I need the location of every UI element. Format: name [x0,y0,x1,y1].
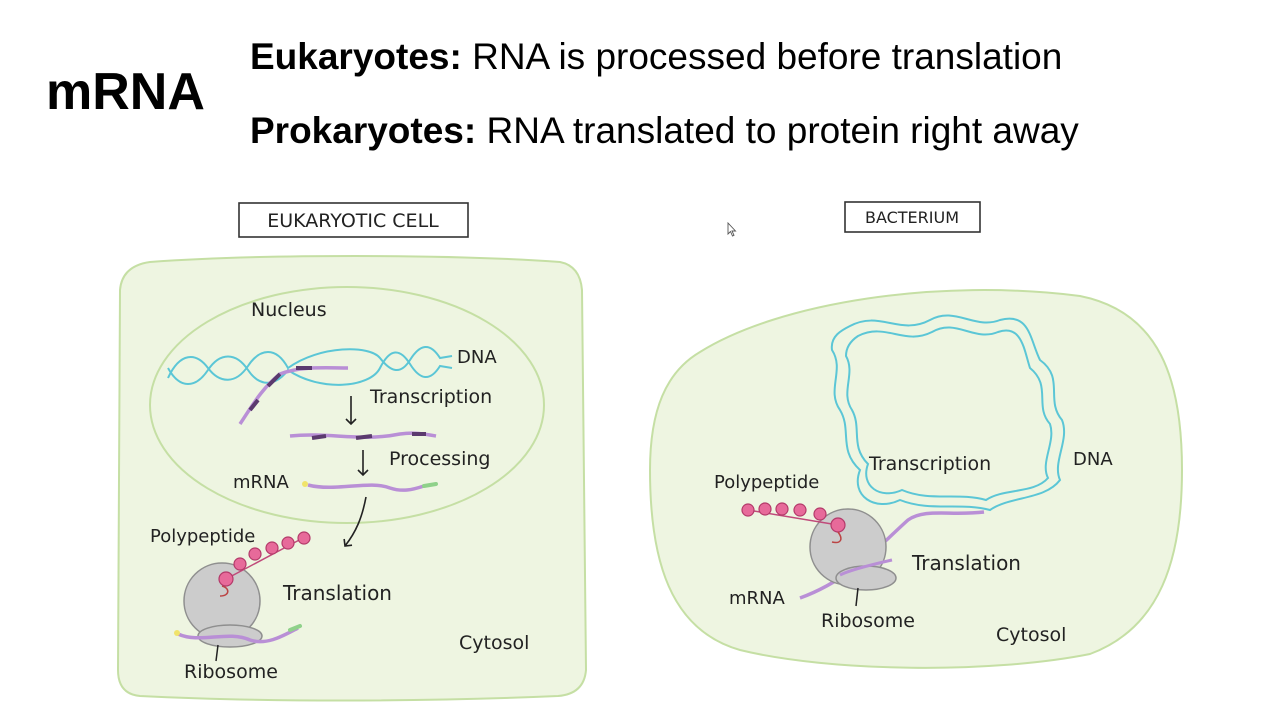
eukaryotic-cell-label-box [238,202,469,238]
eukaryote-ribosome-label: Ribosome [184,661,278,683]
bacterium-diagram: BACTERIUM Transcription DNA Polypeptide … [648,201,1184,669]
bacterial-dna-outer [830,314,1066,512]
pre-mrna-segment-introns [311,432,426,440]
bacterium-cytosol-label: Cytosol [996,624,1066,646]
nucleus-envelope [149,286,545,524]
eukaryote-transcription-label: Transcription [369,386,492,408]
mrna-polya-tail [422,482,438,488]
bacterium-membrane [648,289,1184,669]
eukaryote-polypeptide-chain [218,531,311,587]
slide-title: mRNA [46,63,205,121]
dna-strand-bottom [167,351,453,386]
eukaryotes-line: Eukaryotes: RNA is processed before tran… [250,38,1062,75]
bacterium-label: BACTERIUM [865,208,959,227]
eukaryote-trna [219,585,229,597]
bacterium-ribosome-small [835,565,897,591]
eukaryotic-cell-label: EUKARYOTIC CELL [267,210,439,232]
eukaryote-ribosome-mrna-tail [288,624,302,632]
eukaryote-dna-label: DNA [457,347,497,368]
export-arrow [343,496,367,547]
bacterium-trna [831,531,842,544]
prokaryotes-line: Prokaryotes: RNA translated to protein r… [250,112,1079,149]
bacterium-translation-label: Translation [911,551,1021,575]
bacterium-ribosome-mrna [839,558,893,577]
eukaryote-translation-label: Translation [282,581,392,605]
mouse-pointer-icon [727,222,737,237]
bacterium-polypeptide-label: Polypeptide [714,472,819,493]
bacterium-label-box [844,201,981,233]
bacterium-ribosome-pointer [855,587,859,607]
mrna-5prime-cap [302,481,308,487]
nucleus-label: Nucleus [251,299,327,321]
bacterium-polypeptide-chain [741,502,846,533]
eukaryote-ribosome-mrna-cap [174,630,180,636]
prokaryotes-text: RNA translated to protein right away [476,110,1079,151]
mature-mrna-strand [307,483,425,492]
bacterium-transcription-label: Transcription [868,453,991,475]
eukaryote-ribosome-pointer [215,644,219,662]
bacterium-mrna-label: mRNA [729,588,786,609]
eukaryotes-term: Eukaryotes: [250,36,462,77]
bacterial-dna-inner [844,326,1053,502]
pre-mrna-introns [248,366,312,412]
prokaryotes-term: Prokaryotes: [250,110,477,151]
eukaryote-processing-label: Processing [389,448,490,470]
eukaryote-mrna-label: mRNA [233,472,290,493]
bacterium-ribosome-label: Ribosome [821,610,915,632]
eukaryote-polypeptide-label: Polypeptide [150,526,255,547]
eukaryotes-text: RNA is processed before translation [461,36,1063,77]
eukaryotic-cell-diagram: EUKARYOTIC CELL Nucleus DNA Transcriptio… [116,202,588,702]
bacterium-dna-label: DNA [1073,449,1113,470]
eukaryote-translated-mrna [177,626,299,644]
eukaryote-cytosol-label: Cytosol [459,632,529,654]
dna-strand-top [167,346,453,381]
